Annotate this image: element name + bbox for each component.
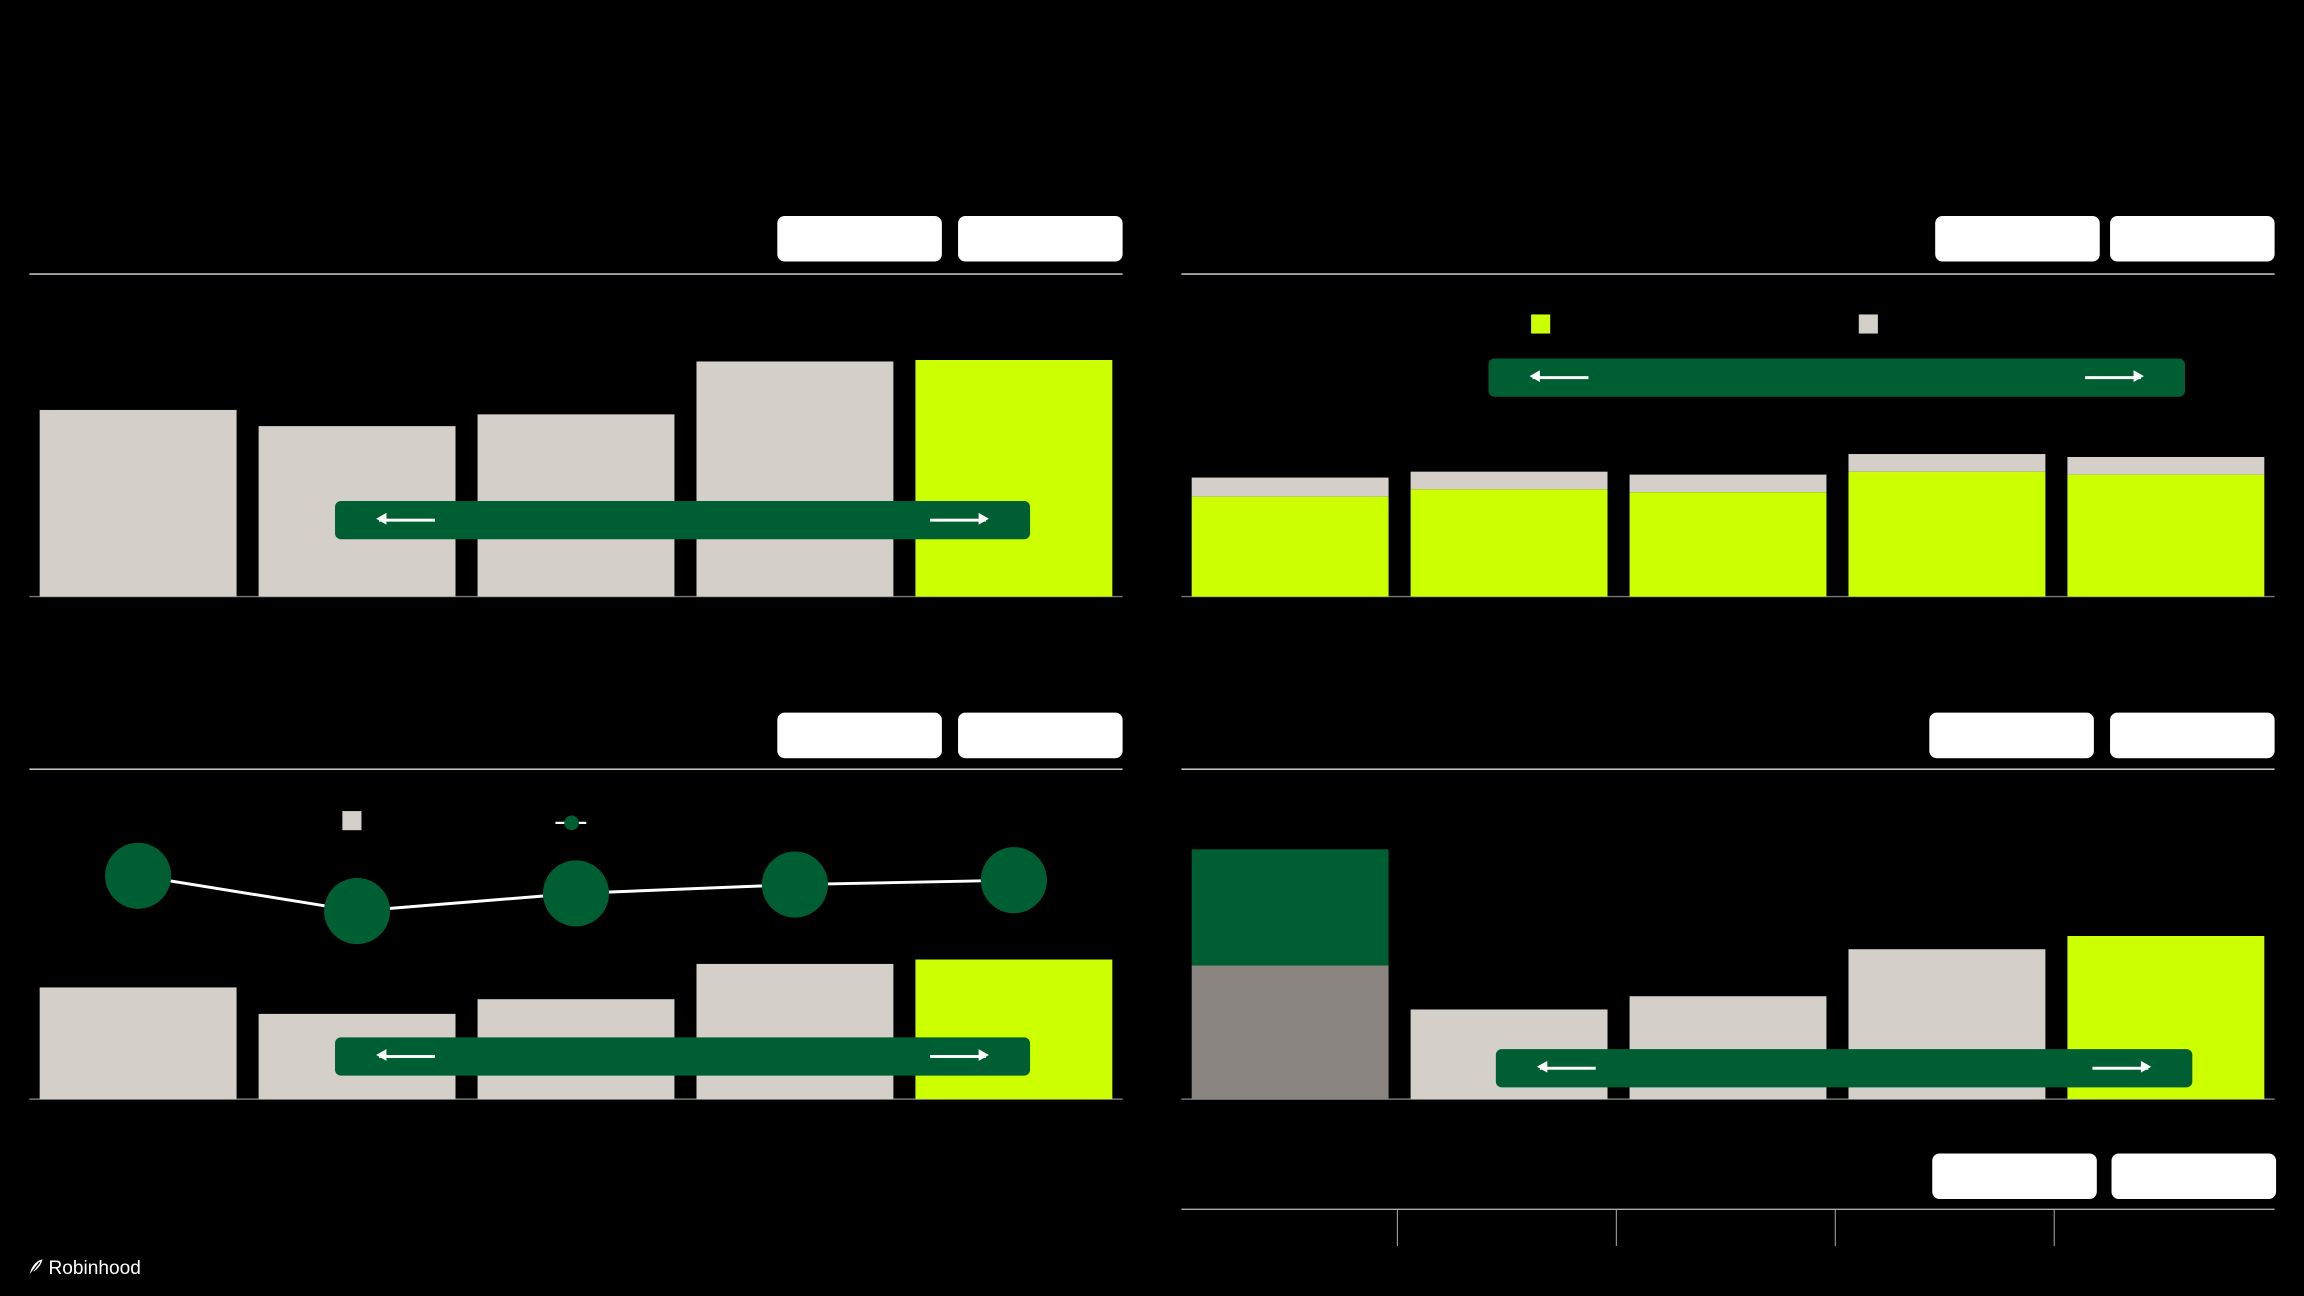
arrow-left-icon <box>376 1050 435 1060</box>
bar <box>915 959 1113 1100</box>
line-point <box>542 860 610 927</box>
arrow-left-icon <box>1536 1062 1596 1072</box>
chart5-toggle-b[interactable] <box>2111 1153 2277 1200</box>
chart1-toggle-a[interactable] <box>777 216 942 262</box>
chart4-toggle-b[interactable] <box>2110 712 2275 759</box>
chart3-toggle-a[interactable] <box>777 712 942 759</box>
arrow-right-icon <box>930 1050 989 1060</box>
arrow-left-icon <box>376 514 435 524</box>
divider <box>29 273 1123 275</box>
divider <box>29 768 1123 770</box>
bar <box>39 987 237 1100</box>
feather-icon <box>28 1259 43 1276</box>
bar-segment-secondary <box>1410 471 1608 490</box>
bar-segment-primary <box>2067 474 2265 597</box>
arrow-left-icon <box>1529 371 1589 381</box>
bar-segment-secondary <box>2067 456 2265 475</box>
bar-segment-secondary <box>1191 477 1389 497</box>
chart1-toggle-b[interactable] <box>958 216 1123 262</box>
line-point <box>324 877 391 945</box>
chart2-toggle-a[interactable] <box>1935 216 2100 262</box>
legend-swatch-bars <box>342 811 362 831</box>
bar-segment-primary <box>1629 492 1827 597</box>
bar-segment-primary <box>1410 489 1608 597</box>
chart4-range-slider[interactable] <box>1495 1049 2193 1088</box>
robinhood-logo: Robinhood <box>28 1256 141 1278</box>
bar <box>1191 965 1389 1100</box>
arrow-right-icon <box>2092 1062 2152 1072</box>
bar-segment-secondary <box>1848 454 2046 472</box>
legend-dot <box>564 815 579 831</box>
logo-text: Robinhood <box>48 1256 141 1279</box>
chart2-toggle-b[interactable] <box>2110 216 2275 262</box>
chart5-toggle-a[interactable] <box>1932 1153 2097 1200</box>
line-point <box>980 847 1047 914</box>
line-point <box>105 842 172 909</box>
chart4-toggle-a[interactable] <box>1929 712 2094 759</box>
chart3-toggle-b[interactable] <box>958 712 1123 759</box>
line-point <box>761 851 829 918</box>
legend-swatch-primary <box>1531 314 1551 334</box>
arrow-right-icon <box>930 514 989 524</box>
divider <box>1181 273 2275 275</box>
bar <box>915 360 1113 597</box>
bar-segment-primary <box>1848 471 2046 597</box>
chart2-range-slider[interactable] <box>1488 358 2185 397</box>
bar-segment-primary <box>1191 496 1389 597</box>
bar <box>696 361 894 597</box>
legend-swatch-secondary <box>1858 314 1878 334</box>
bar-segment-extra <box>1191 849 1389 966</box>
bar <box>39 409 237 597</box>
bar <box>696 963 894 1100</box>
arrow-right-icon <box>2085 371 2144 381</box>
chart3-range-slider[interactable] <box>335 1037 1031 1076</box>
divider <box>1181 768 2275 770</box>
chart1-range-slider[interactable] <box>335 501 1031 540</box>
bar-segment-secondary <box>1629 474 1827 493</box>
